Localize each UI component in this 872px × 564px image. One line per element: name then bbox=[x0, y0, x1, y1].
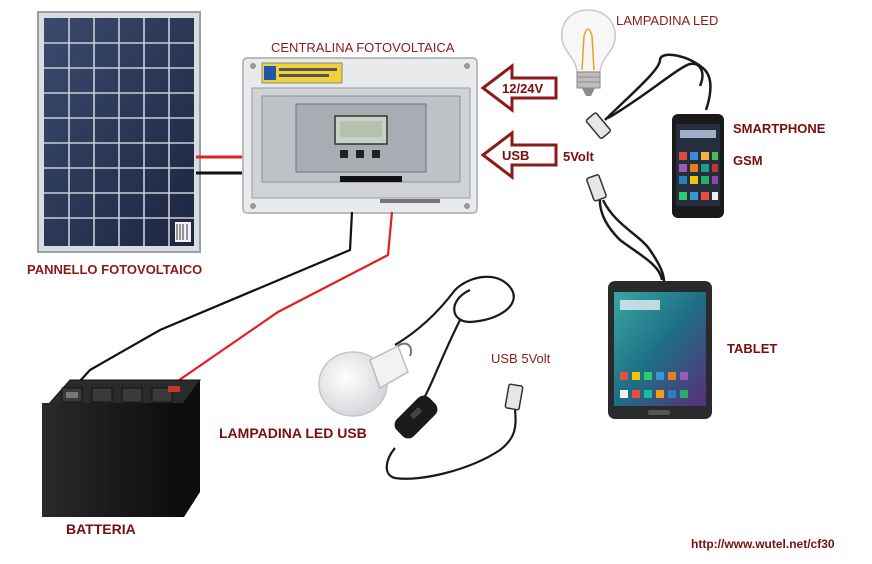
tablet-icon bbox=[608, 281, 712, 419]
led-bulb-icon bbox=[560, 9, 616, 96]
charge-controller-icon bbox=[242, 57, 478, 214]
arrow-bottom-label: USB bbox=[502, 148, 530, 163]
gsm-label: GSM bbox=[733, 153, 763, 168]
usb-bulb-cable bbox=[385, 275, 517, 480]
switch-icon bbox=[394, 395, 438, 439]
solar-panel-label: PANNELLO FOTOVOLTAICO bbox=[27, 262, 203, 277]
usb-plug-icon bbox=[586, 174, 607, 202]
five-volt-label: 5Volt bbox=[563, 149, 594, 164]
arrow-left-icon bbox=[480, 62, 558, 114]
usb-plug-icon bbox=[585, 112, 612, 139]
usb-led-bulb-icon bbox=[318, 342, 412, 417]
usb-led-bulb-label: LAMPADINA LED USB bbox=[219, 425, 367, 441]
usb-5volt-label: USB 5Volt bbox=[491, 351, 551, 366]
battery-icon bbox=[42, 379, 201, 517]
usb-plug-icon bbox=[504, 383, 524, 411]
central-unit-label: CENTRALINA FOTOVOLTAICA bbox=[271, 40, 455, 55]
battery-label: BATTERIA bbox=[66, 521, 136, 537]
led-bulb-label: LAMPADINA LED bbox=[616, 13, 719, 28]
arrow-top-label: 12/24V bbox=[502, 81, 544, 96]
battery-wires bbox=[69, 211, 394, 393]
solar-panel-icon bbox=[37, 11, 201, 253]
arrow-left-icon bbox=[480, 129, 558, 181]
tablet-label: TABLET bbox=[727, 341, 778, 356]
smartphone-icon bbox=[672, 114, 724, 218]
panel-wires bbox=[196, 155, 246, 175]
usb-cable-top bbox=[598, 53, 712, 286]
url-link[interactable]: http://www.wutel.net/cf30 bbox=[691, 537, 835, 551]
smartphone-label: SMARTPHONE bbox=[733, 121, 826, 136]
